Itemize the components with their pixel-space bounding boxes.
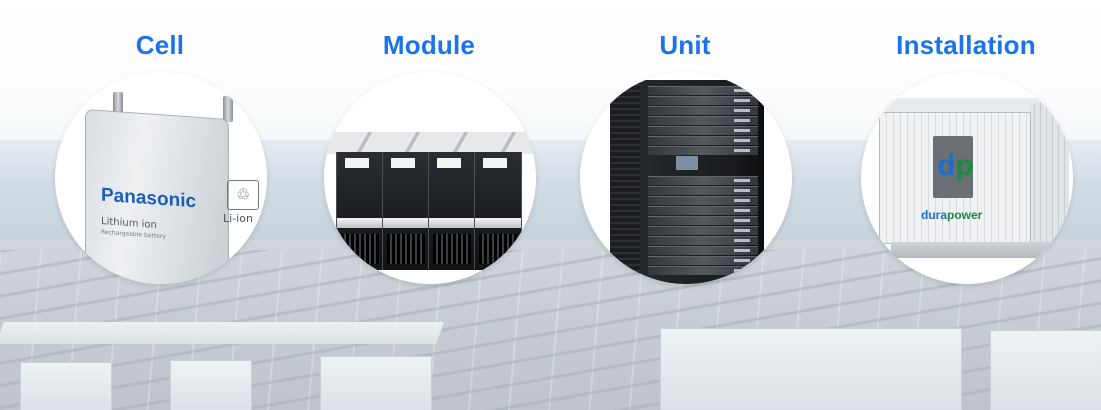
rack-module	[648, 146, 758, 155]
durapower-wordmark: durapower	[921, 208, 982, 222]
rack-module	[648, 86, 758, 95]
module-block	[382, 152, 430, 270]
module-block	[428, 152, 476, 270]
recycle-icon: ♲	[227, 180, 259, 210]
stage-title: Installation	[896, 30, 1036, 60]
unit-image	[580, 72, 792, 284]
rack-module	[648, 116, 758, 125]
rack-module	[648, 266, 758, 275]
stage-installation: Installation dp durapower	[846, 0, 1086, 320]
cell-terminal	[223, 96, 233, 122]
stage-unit: Unit	[565, 0, 805, 320]
rack-module	[648, 176, 758, 185]
stage-module: Module	[309, 0, 549, 320]
container-side	[1029, 95, 1069, 255]
rack-door	[610, 80, 640, 284]
rack-module	[648, 186, 758, 195]
stage-title: Unit	[659, 30, 711, 60]
stage-title: Cell	[135, 30, 185, 60]
rack-module	[648, 216, 758, 225]
rack-module	[648, 196, 758, 205]
durapower-logo: dp	[933, 136, 974, 198]
module-top-cover	[324, 132, 536, 154]
rack-module	[648, 236, 758, 245]
cell-badge: Li-ion	[223, 212, 253, 225]
rack-module	[648, 226, 758, 235]
rack-module	[648, 256, 758, 265]
container-base	[891, 242, 1061, 258]
cell-terminal	[113, 92, 123, 118]
rack-module	[648, 136, 758, 145]
rack-module	[648, 206, 758, 215]
module-block	[474, 152, 522, 270]
module-image	[324, 72, 536, 284]
rack-controller	[676, 156, 698, 170]
logo-letter-d: d	[937, 149, 956, 182]
rack-module	[648, 126, 758, 135]
logo-letter-p: p	[955, 149, 974, 182]
rack-module	[648, 96, 758, 105]
stage-title: Module	[382, 30, 476, 60]
wordmark-power: power	[947, 208, 983, 222]
installation-image: dp durapower	[861, 72, 1073, 284]
module-block	[336, 152, 384, 270]
rack-module	[648, 246, 758, 255]
rack-module	[648, 106, 758, 115]
stage-cell: Cell Panasonic Lithium ion Rechargeable …	[40, 0, 280, 320]
cell-image: Panasonic Lithium ion Rechargeable batte…	[55, 72, 267, 284]
wordmark-dura: dura	[921, 208, 948, 222]
